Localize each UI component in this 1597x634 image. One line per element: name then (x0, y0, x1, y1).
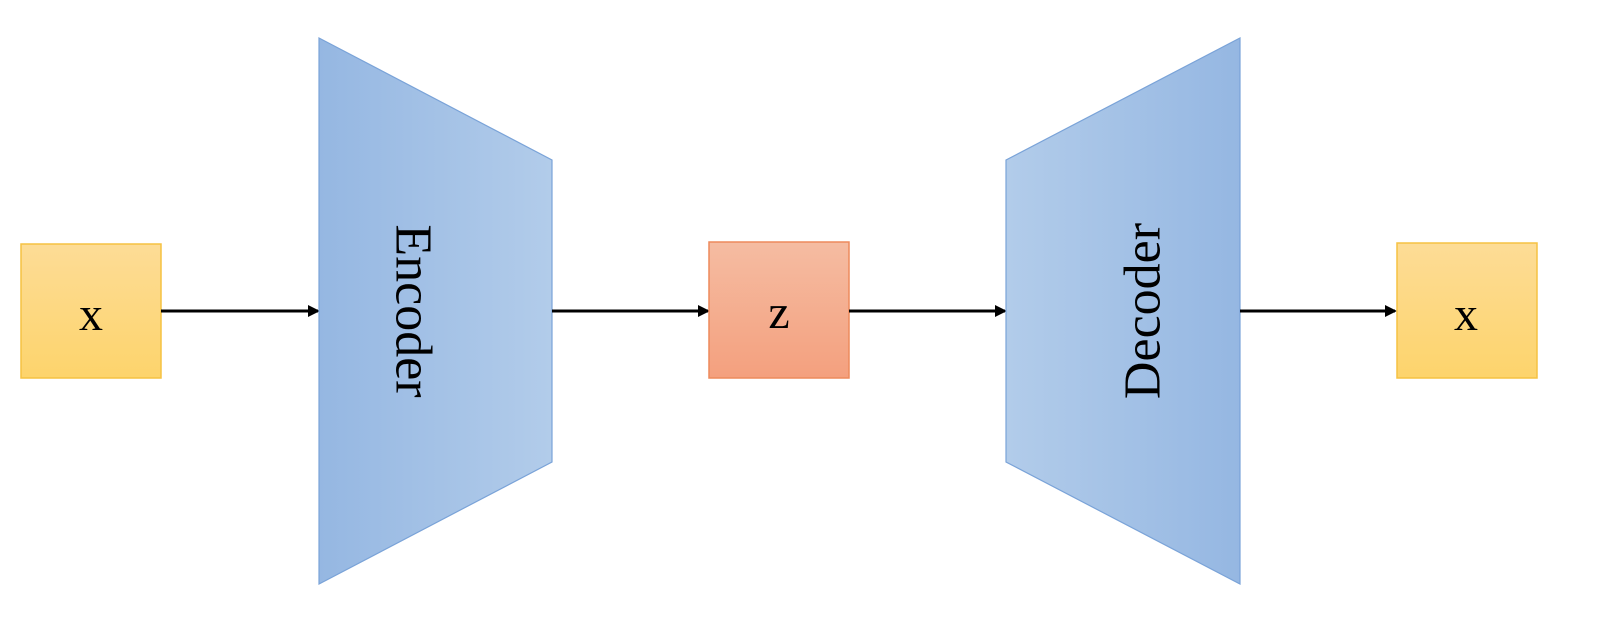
encoder-block: Encoder (318, 37, 553, 585)
decoder-block: Decoder (1005, 37, 1241, 585)
input-label: x (79, 288, 103, 341)
decoder-label: Decoder (1115, 223, 1172, 399)
output-label: x (1454, 288, 1478, 341)
latent-node: z (708, 241, 850, 379)
input-node: x (20, 243, 162, 379)
encoder-shape (318, 37, 553, 585)
encoder-label: Encoder (385, 224, 442, 397)
decoder-shape (1005, 37, 1241, 585)
output-node: x (1396, 242, 1538, 379)
output-box (1396, 242, 1538, 379)
latent-label: z (768, 286, 789, 339)
input-box (20, 243, 162, 379)
